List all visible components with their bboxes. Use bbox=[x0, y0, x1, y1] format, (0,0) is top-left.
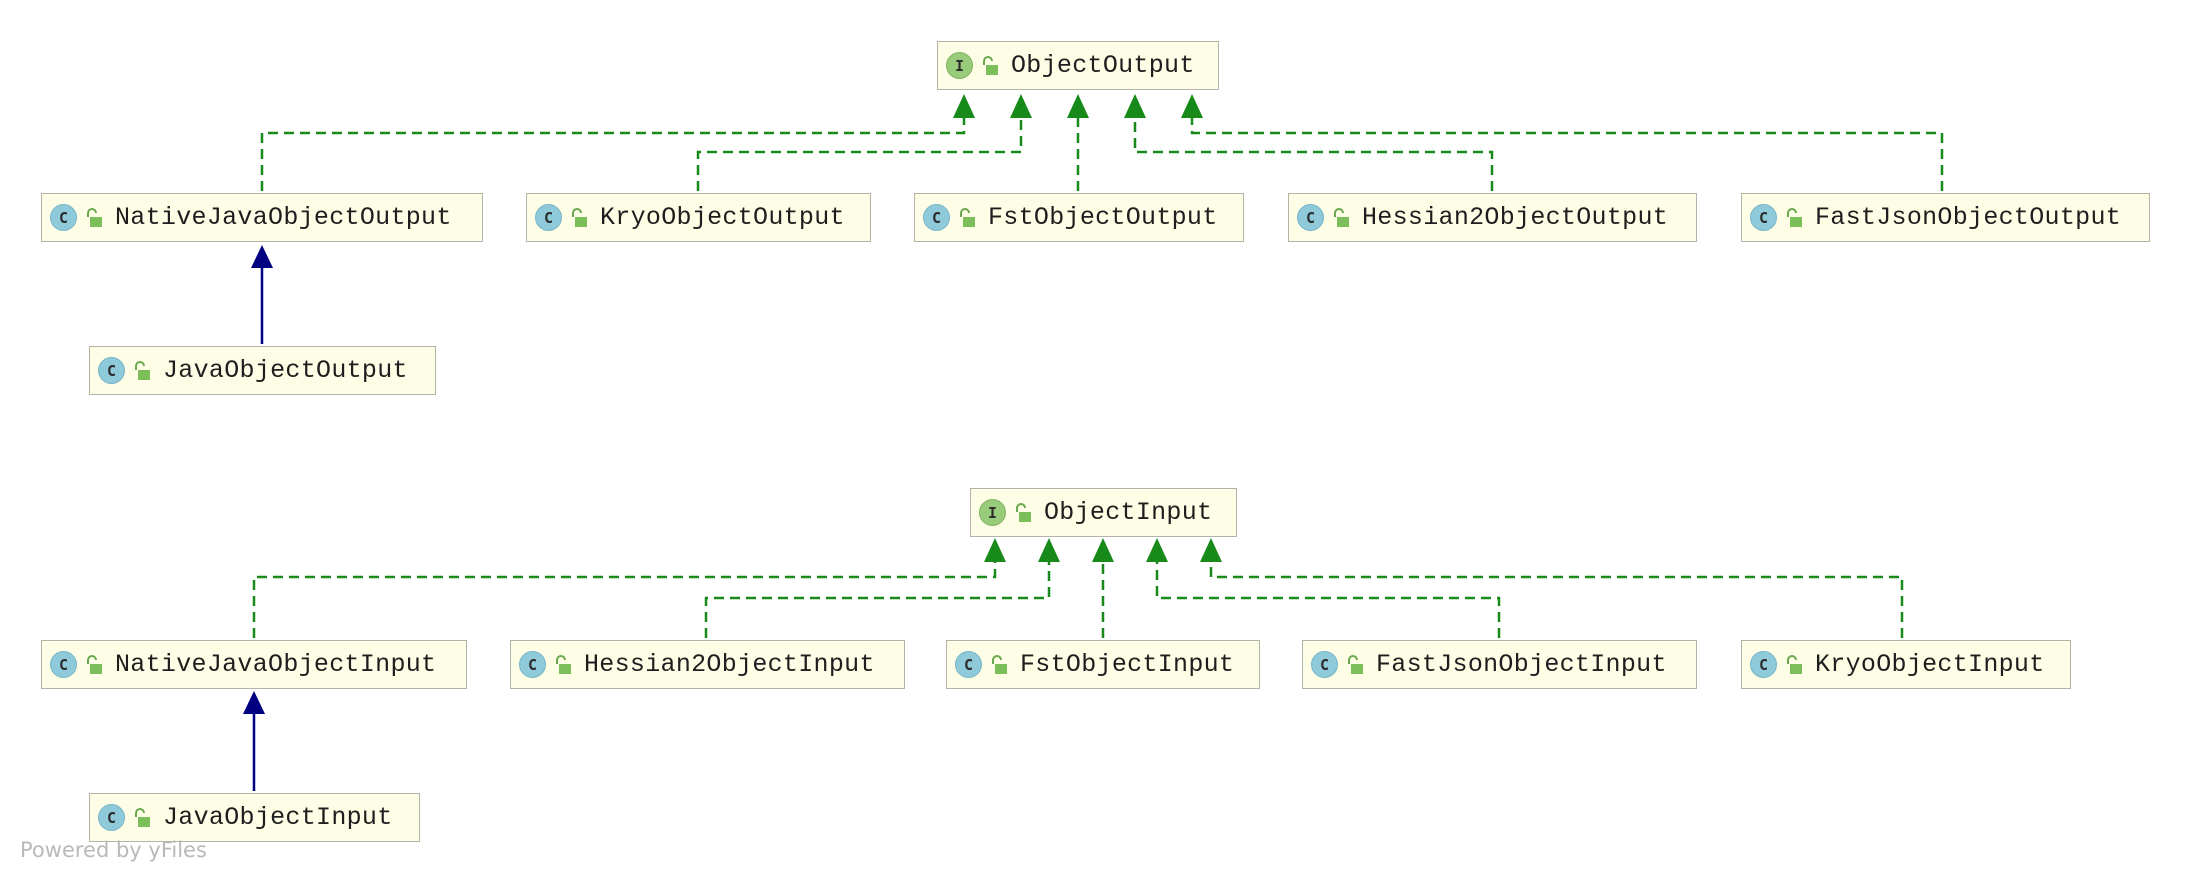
arrowhead bbox=[1038, 538, 1060, 562]
node-label: FstObjectOutput bbox=[988, 203, 1218, 232]
edge-kryoobjectoutput-to-objectoutput bbox=[696, 118, 1023, 191]
node-label: KryoObjectInput bbox=[1815, 650, 2045, 679]
public-lock-icon bbox=[1016, 502, 1031, 522]
public-lock-icon bbox=[983, 55, 998, 75]
node-hessian2-object-input[interactable]: C Hessian2ObjectInput bbox=[510, 640, 905, 689]
class-badge-icon: C bbox=[535, 204, 562, 231]
public-lock-icon bbox=[87, 207, 102, 227]
public-lock-icon bbox=[556, 654, 571, 674]
node-kryo-object-output[interactable]: C KryoObjectOutput bbox=[526, 193, 871, 242]
public-lock-icon bbox=[1787, 654, 1802, 674]
public-lock-icon bbox=[135, 360, 150, 380]
edge-hessian2objectinput-to-objectinput bbox=[704, 562, 1051, 638]
arrowhead bbox=[1067, 94, 1089, 118]
class-badge-icon: C bbox=[50, 204, 77, 231]
node-fastjson-object-input[interactable]: C FastJsonObjectInput bbox=[1302, 640, 1697, 689]
node-label: FstObjectInput bbox=[1020, 650, 1235, 679]
arrowhead bbox=[984, 538, 1006, 562]
interface-badge-icon: I bbox=[979, 499, 1006, 526]
node-native-java-object-input[interactable]: C NativeJavaObjectInput bbox=[41, 640, 467, 689]
edge-fastjsonobjectoutput-to-objectoutput bbox=[1190, 118, 1944, 191]
edge-fastjsonobjectinput-to-objectinput bbox=[1155, 562, 1501, 638]
node-object-input[interactable]: I ObjectInput bbox=[970, 488, 1237, 537]
input-inheritance-edge bbox=[243, 691, 265, 791]
node-kryo-object-input[interactable]: C KryoObjectInput bbox=[1741, 640, 2071, 689]
node-label: Hessian2ObjectInput bbox=[584, 650, 875, 679]
edge-nativejavaobjectinput-to-objectinput bbox=[252, 562, 997, 638]
node-fst-object-input[interactable]: C FstObjectInput bbox=[946, 640, 1260, 689]
public-lock-icon bbox=[960, 207, 975, 227]
yfiles-watermark: Powered by yFiles bbox=[20, 838, 207, 862]
class-badge-icon: C bbox=[50, 651, 77, 678]
node-label: NativeJavaObjectOutput bbox=[115, 203, 452, 232]
public-lock-icon bbox=[992, 654, 1007, 674]
output-inheritance-edge bbox=[251, 245, 273, 344]
node-fastjson-object-output[interactable]: C FastJsonObjectOutput bbox=[1741, 193, 2150, 242]
public-lock-icon bbox=[572, 207, 587, 227]
arrowhead bbox=[1124, 94, 1146, 118]
arrowhead bbox=[1200, 538, 1222, 562]
node-fst-object-output[interactable]: C FstObjectOutput bbox=[914, 193, 1244, 242]
node-java-object-output[interactable]: C JavaObjectOutput bbox=[89, 346, 436, 395]
node-label: Hessian2ObjectOutput bbox=[1362, 203, 1669, 232]
arrowhead bbox=[953, 94, 975, 118]
input-realization-arrowheads bbox=[984, 538, 1222, 562]
class-badge-icon: C bbox=[519, 651, 546, 678]
arrowhead bbox=[1010, 94, 1032, 118]
edge-nativejavaobjectoutput-to-objectoutput bbox=[260, 118, 966, 191]
node-native-java-object-output[interactable]: C NativeJavaObjectOutput bbox=[41, 193, 483, 242]
arrowhead bbox=[243, 691, 265, 714]
node-label: KryoObjectOutput bbox=[600, 203, 845, 232]
class-badge-icon: C bbox=[1297, 204, 1324, 231]
class-badge-icon: C bbox=[955, 651, 982, 678]
arrowhead bbox=[1146, 538, 1168, 562]
public-lock-icon bbox=[1348, 654, 1363, 674]
interface-badge-icon: I bbox=[946, 52, 973, 79]
node-hessian2-object-output[interactable]: C Hessian2ObjectOutput bbox=[1288, 193, 1697, 242]
node-label: FastJsonObjectInput bbox=[1376, 650, 1667, 679]
public-lock-icon bbox=[87, 654, 102, 674]
class-badge-icon: C bbox=[1311, 651, 1338, 678]
node-label: ObjectInput bbox=[1044, 498, 1213, 527]
class-badge-icon: C bbox=[1750, 651, 1777, 678]
arrowhead bbox=[251, 245, 273, 268]
edge-kryoobjectinput-to-objectinput bbox=[1209, 562, 1904, 638]
public-lock-icon bbox=[1334, 207, 1349, 227]
output-realization-edges bbox=[260, 118, 1944, 191]
class-badge-icon: C bbox=[1750, 204, 1777, 231]
node-label: FastJsonObjectOutput bbox=[1815, 203, 2122, 232]
node-label: NativeJavaObjectInput bbox=[115, 650, 437, 679]
node-java-object-input[interactable]: C JavaObjectInput bbox=[89, 793, 420, 842]
node-label: JavaObjectInput bbox=[163, 803, 393, 832]
arrowhead bbox=[1092, 538, 1114, 562]
node-label: JavaObjectOutput bbox=[163, 356, 408, 385]
class-badge-icon: C bbox=[98, 357, 125, 384]
input-realization-edges bbox=[252, 562, 1904, 638]
public-lock-icon bbox=[1787, 207, 1802, 227]
output-realization-arrowheads bbox=[953, 94, 1203, 118]
edge-hessian2objectoutput-to-objectoutput bbox=[1133, 118, 1494, 191]
class-badge-icon: C bbox=[98, 804, 125, 831]
public-lock-icon bbox=[135, 807, 150, 827]
class-badge-icon: C bbox=[923, 204, 950, 231]
node-label: ObjectOutput bbox=[1011, 51, 1195, 80]
node-object-output[interactable]: I ObjectOutput bbox=[937, 41, 1219, 90]
arrowhead bbox=[1181, 94, 1203, 118]
